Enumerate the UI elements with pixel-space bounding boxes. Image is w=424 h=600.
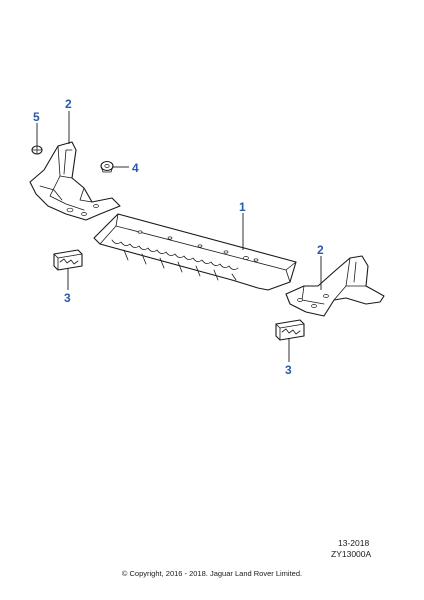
right-bracket-part[interactable] [285, 255, 385, 317]
floor-panel-part[interactable] [93, 213, 297, 291]
callout-3-right: 3 [285, 363, 292, 377]
diagram-date: 13-2018 [338, 538, 370, 548]
left-bracket-part[interactable] [29, 141, 121, 221]
callout-2-right: 2 [317, 243, 324, 257]
diagram-reference-code: ZY13000A [331, 549, 372, 559]
right-block-part[interactable] [275, 319, 305, 341]
left-block-part[interactable] [53, 249, 83, 271]
leader-lines [36, 111, 322, 362]
clip-part[interactable] [31, 145, 43, 155]
callout-4: 4 [132, 161, 139, 175]
callout-2-left: 2 [65, 97, 72, 111]
copyright-notice: © Copyright, 2016 - 2018. Jaguar Land Ro… [121, 569, 303, 578]
callout-3-left: 3 [64, 291, 71, 305]
callout-1: 1 [239, 200, 246, 214]
fastener-part[interactable] [100, 160, 114, 173]
callout-5: 5 [33, 110, 40, 124]
